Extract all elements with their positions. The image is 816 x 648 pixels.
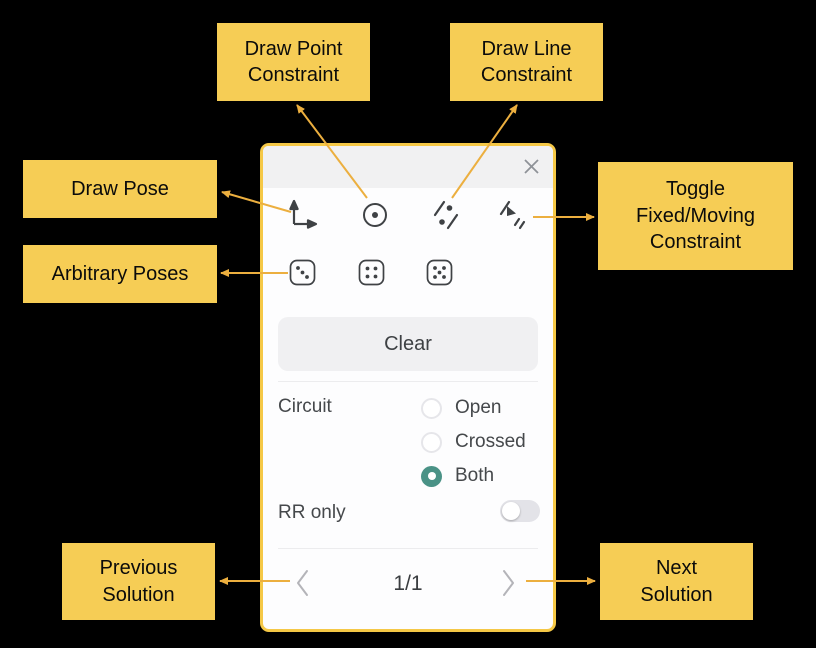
page-indicator: 1/1 <box>393 572 423 595</box>
arbitrary-pose-4-button[interactable] <box>358 259 385 286</box>
dice-5-icon <box>426 259 453 286</box>
arbitrary-pose-3-button[interactable] <box>289 259 316 286</box>
radio-open-label: Open <box>455 397 502 418</box>
radio-both-label: Both <box>455 465 495 486</box>
dice-3-icon <box>289 259 316 286</box>
annotation-draw-pose: Draw Pose <box>23 160 217 218</box>
radio-open[interactable] <box>421 397 442 419</box>
line-constraint-icon <box>433 200 459 230</box>
draw-pose-button[interactable] <box>285 198 319 232</box>
rr-only-toggle[interactable] <box>500 500 540 522</box>
chevron-left-icon <box>297 570 308 596</box>
draw-line-constraint-button[interactable] <box>429 198 463 232</box>
annotation-previous-solution: Previous Solution <box>62 543 215 620</box>
divider <box>278 381 538 382</box>
annotation-draw-point-constraint: Draw Point Constraint <box>217 23 370 101</box>
point-constraint-icon <box>363 203 387 227</box>
arbitrary-pose-5-button[interactable] <box>426 259 453 286</box>
annotation-next-solution: Next Solution <box>600 543 753 620</box>
circuit-label: Circuit <box>278 396 332 417</box>
dice-4-icon <box>358 259 385 286</box>
close-icon[interactable] <box>523 158 540 175</box>
tool-panel: Clear Circuit Open Crossed Both RR only <box>260 143 556 632</box>
rr-only-label: RR only <box>278 502 346 523</box>
radio-both[interactable] <box>421 465 442 487</box>
panel-header <box>263 146 553 188</box>
clear-button[interactable]: Clear <box>278 317 538 371</box>
toggle-fixed-moving-constraint-button[interactable] <box>496 198 530 232</box>
divider <box>278 548 538 549</box>
circuit-option-crossed[interactable]: Crossed <box>421 431 526 453</box>
radio-crossed-label: Crossed <box>455 431 526 452</box>
radio-crossed[interactable] <box>421 431 442 453</box>
draw-point-constraint-button[interactable] <box>358 198 392 232</box>
annotation-draw-line-constraint: Draw Line Constraint <box>450 23 603 101</box>
toggle-knob <box>502 502 520 520</box>
circuit-option-both[interactable]: Both <box>421 465 494 487</box>
fixed-moving-constraint-icon <box>499 200 526 230</box>
annotation-toggle-fixed-moving: Toggle Fixed/Moving Constraint <box>598 162 793 270</box>
chevron-right-icon <box>503 570 514 596</box>
annotation-arbitrary-poses: Arbitrary Poses <box>23 245 217 303</box>
pose-axes-icon <box>289 199 318 229</box>
next-solution-button[interactable] <box>497 568 519 598</box>
circuit-option-open[interactable]: Open <box>421 397 501 419</box>
previous-solution-button[interactable] <box>292 568 314 598</box>
